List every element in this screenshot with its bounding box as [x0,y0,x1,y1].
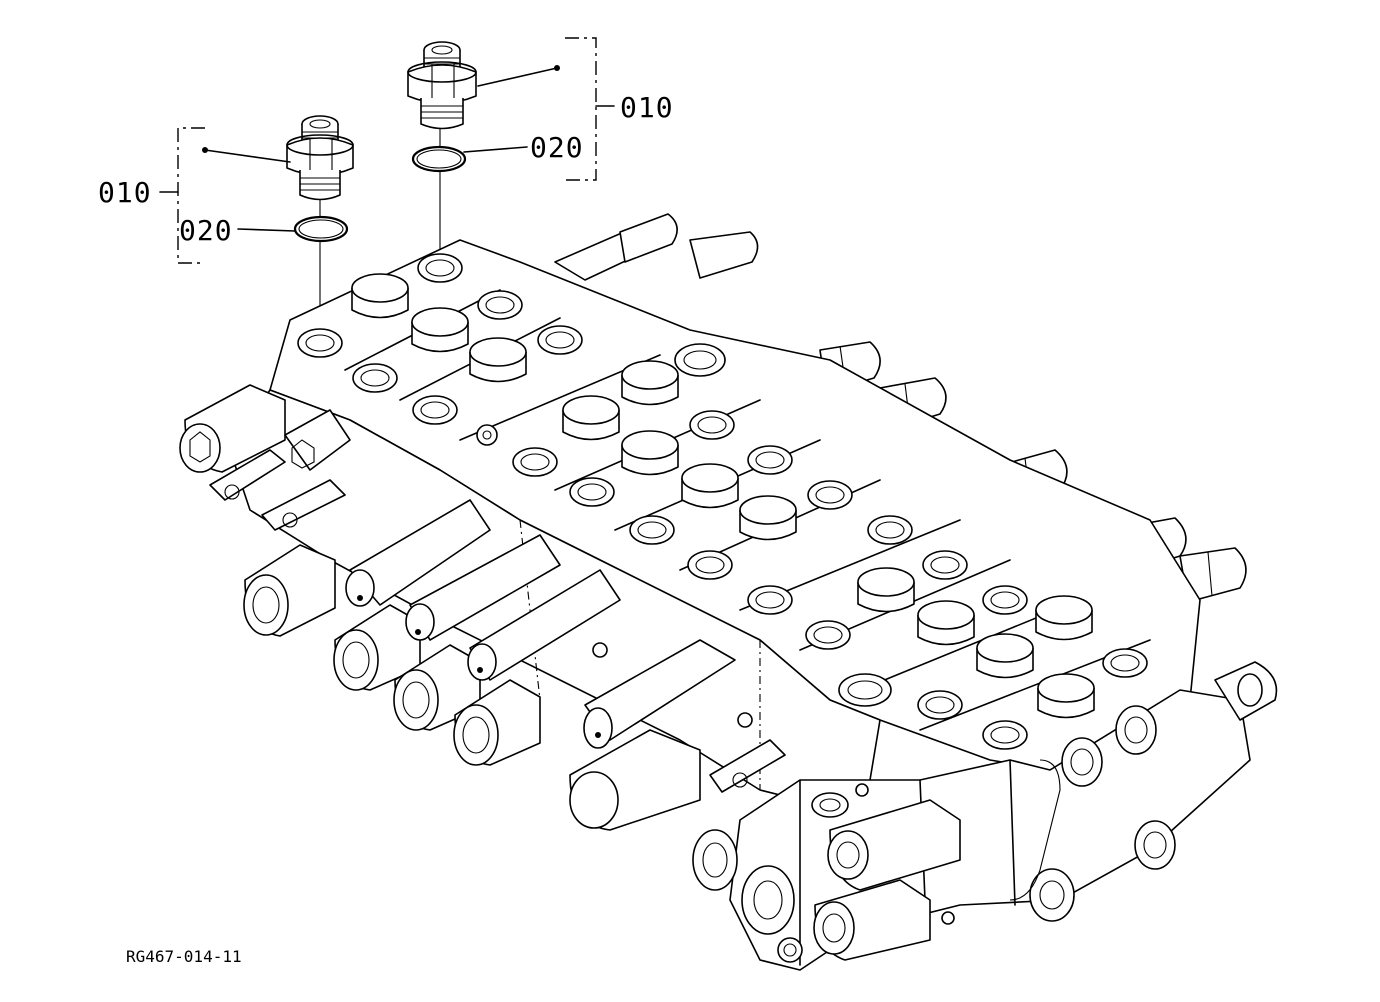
left-oring [293,215,349,243]
right-fitting [407,41,477,130]
callout-left-assembly: 010 [98,176,152,209]
callout-left-oring: 020 [179,214,233,247]
left-fitting-group [159,115,354,330]
control-valve-assembly [179,213,1278,971]
front-spool-ends [179,384,736,831]
left-fitting [286,115,354,201]
left-bracket [177,127,205,264]
linkages [209,424,786,793]
right-fitting-group [407,37,615,262]
right-bracket [565,37,597,181]
plugs [351,273,1095,719]
right-oring [411,145,467,173]
inlet-section [692,661,1278,971]
callout-right-oring: 020 [530,131,584,164]
drawing-reference: RG467-014-11 [126,947,242,966]
top-ports [297,253,1148,750]
callout-right-assembly: 010 [620,91,674,124]
